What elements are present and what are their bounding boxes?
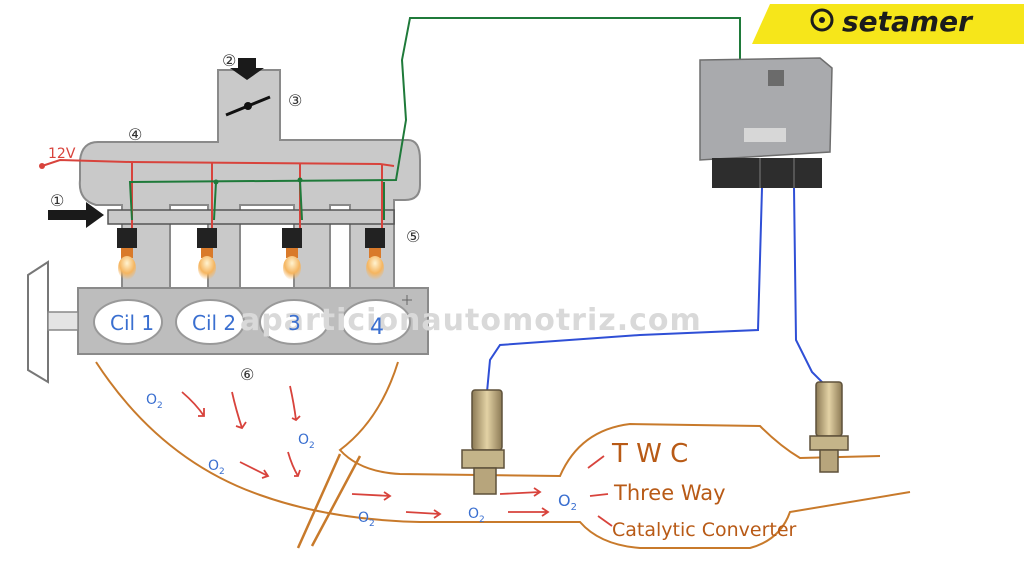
callout-2: ② (222, 51, 236, 70)
steering-wheel-icon (810, 8, 834, 32)
cylinder-label-4: 4 (370, 315, 384, 340)
fuel-injector-icon (365, 228, 385, 280)
oxygen-labels: O2 O2 O2 O2 O2 O2 (146, 392, 577, 529)
upstream-o2-sensor (471, 389, 503, 451)
manifold-plenum (78, 69, 421, 289)
sensor-wiring (486, 187, 825, 393)
callout-4: ④ (128, 125, 142, 144)
air-inlet-arrow-icon (48, 202, 104, 228)
callout-3: ③ (288, 91, 302, 110)
cylinder-label-1: Cil 1 (110, 311, 154, 335)
cylinder-4 (341, 299, 411, 345)
callout-6: ⑥ (240, 365, 254, 384)
converter-line-2: Catalytic Converter (612, 519, 797, 541)
voltage-label: 12V (48, 146, 76, 162)
brand-name: setamer (842, 5, 974, 38)
brand-banner (752, 4, 1024, 44)
callout-5: ⑤ (406, 227, 420, 246)
fuel-injector-icon (282, 228, 302, 280)
converter-abbrev: T W C (611, 439, 688, 469)
o2-label: O2 (298, 432, 315, 451)
cylinder-2 (175, 299, 245, 345)
crosshair-icon (402, 295, 412, 305)
o2-label: O2 (146, 392, 163, 411)
downstream-o2-sensor (815, 381, 843, 437)
callout-1: ① (50, 191, 64, 210)
fuel-injector-icon (117, 228, 137, 280)
converter-line-1: Three Way (613, 481, 726, 505)
oxygen-sensor-icon (461, 389, 505, 495)
o2-label: O2 (208, 458, 225, 477)
o2-label: O2 (468, 506, 485, 525)
injector-signal-wiring (128, 17, 741, 221)
o2-label: O2 (358, 510, 375, 529)
ecu-body (699, 57, 833, 161)
engine-block (27, 260, 429, 384)
power-wiring: 12V (39, 146, 395, 228)
cylinder-3 (259, 299, 329, 345)
throttle-arrow-icon (230, 58, 264, 80)
intake-manifold (48, 58, 421, 289)
cylinder-label-2: Cil 2 (192, 311, 236, 335)
ecu-icon (699, 57, 833, 188)
fuel-injectors (117, 228, 385, 280)
oxygen-sensor-icon (809, 381, 849, 473)
ecu-connector (712, 158, 822, 188)
cylinder-1 (93, 299, 163, 345)
o2-label: O2 (558, 491, 577, 513)
fuel-injector-icon (197, 228, 217, 280)
exhaust-flow-arrows (181, 385, 613, 527)
crank-pulley (27, 260, 49, 384)
watermark-text: aparticionautomotriz.com (240, 303, 702, 338)
cylinder-label-3: 3 (288, 311, 301, 335)
brand-logo: setamer (752, 4, 1024, 44)
fuel-rail (107, 209, 395, 225)
